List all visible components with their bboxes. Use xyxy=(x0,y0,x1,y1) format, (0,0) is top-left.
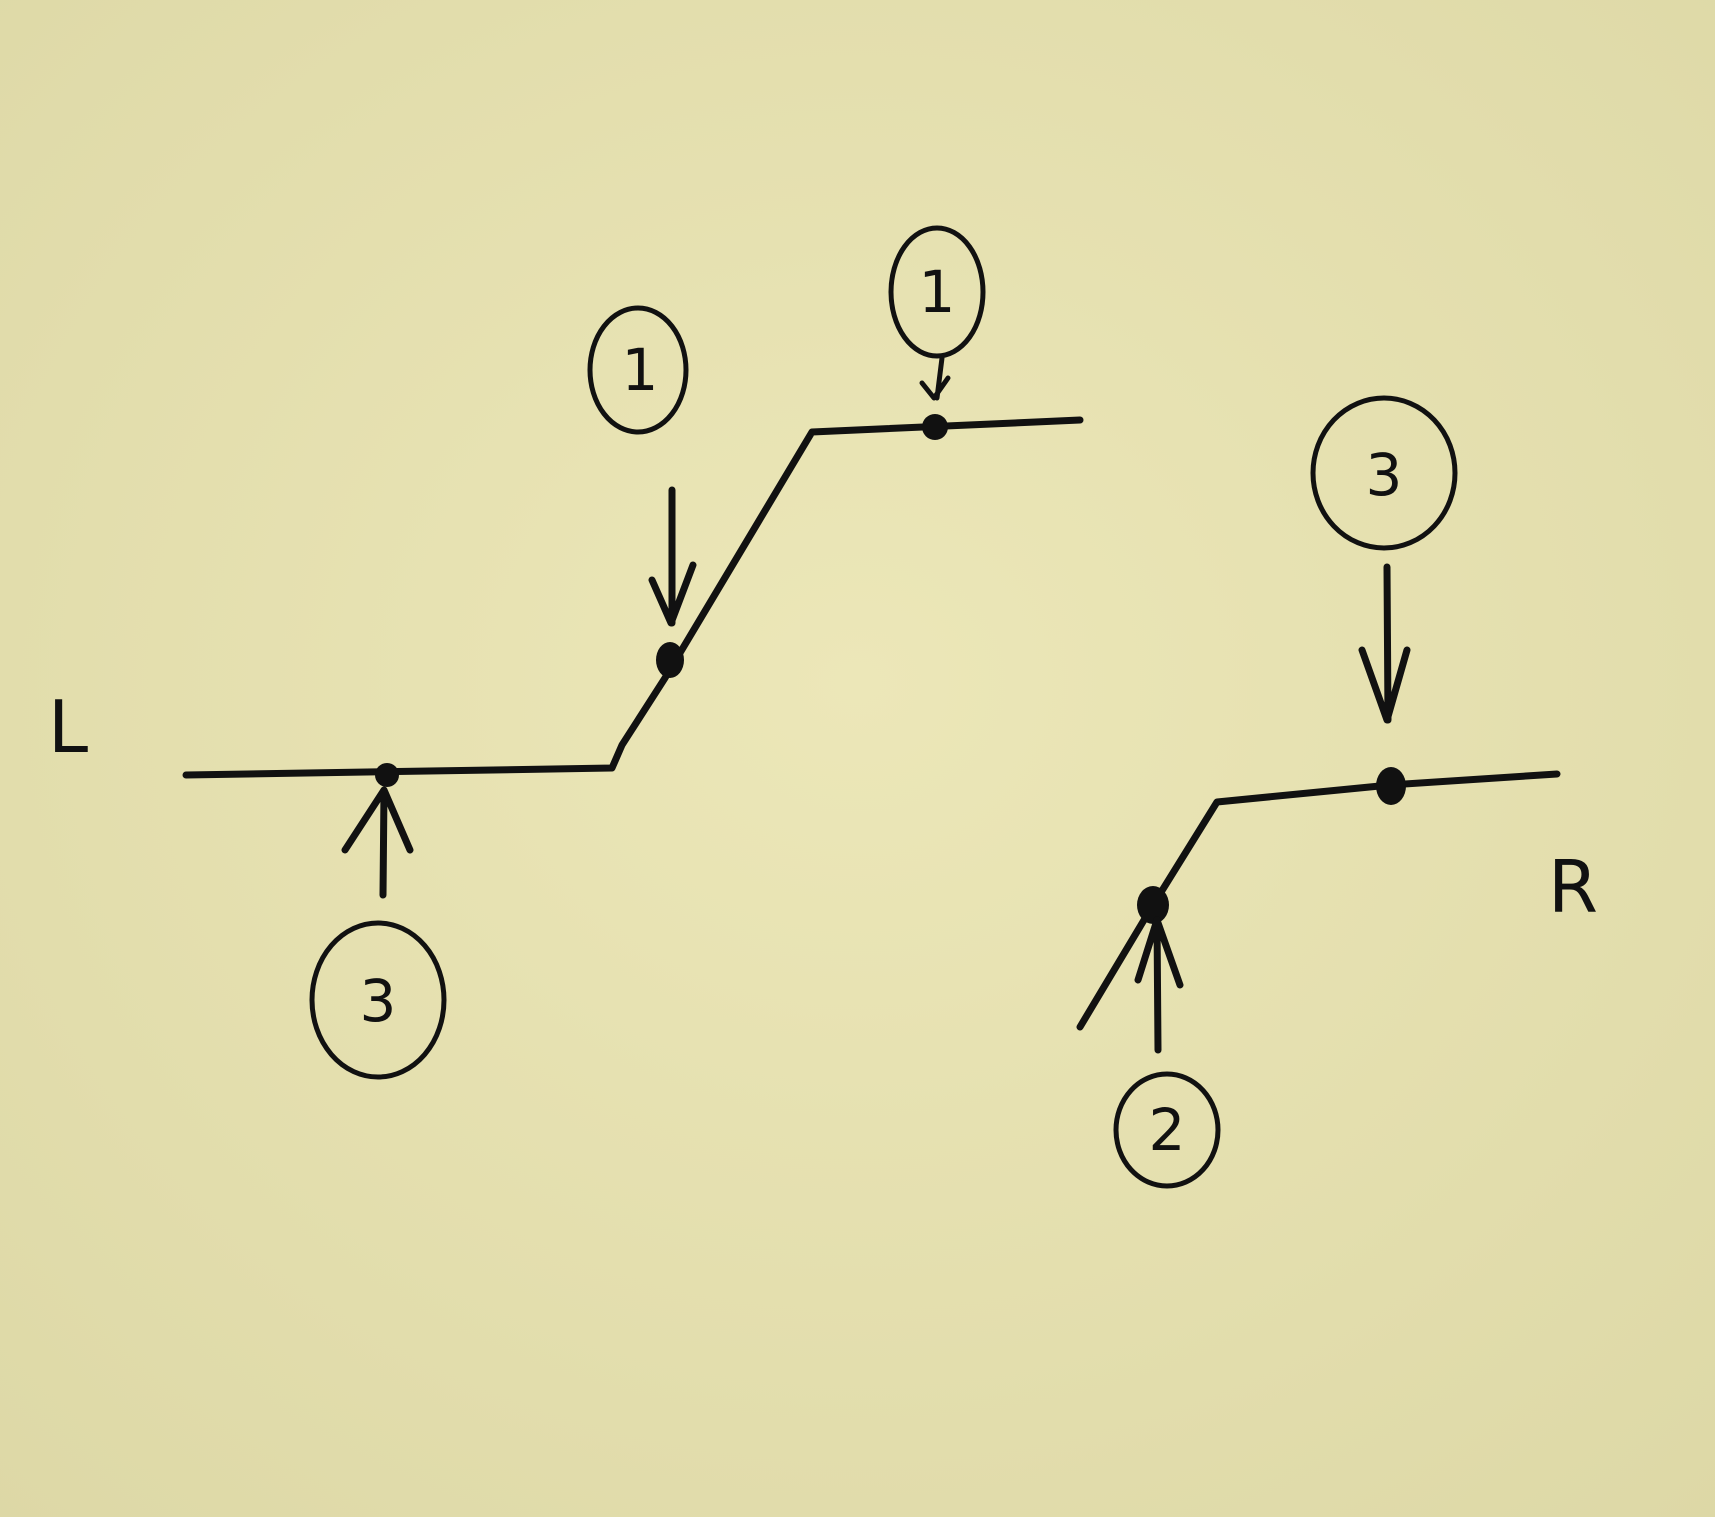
arrow-down-icon xyxy=(648,486,697,627)
marker-circle xyxy=(888,225,986,359)
marker-circle xyxy=(1310,395,1458,551)
point-right-slope xyxy=(1137,886,1169,924)
marker-number: 3 xyxy=(360,967,397,1035)
marker-number: 3 xyxy=(1366,441,1403,509)
marker-circle xyxy=(587,305,689,435)
arrow-up-icon xyxy=(341,786,414,899)
point-left-top xyxy=(922,414,948,440)
point-left-bottom xyxy=(375,763,399,787)
marker-number: 1 xyxy=(622,336,659,404)
marker-circle xyxy=(1113,1071,1221,1189)
right-profile-line xyxy=(1076,770,1561,1031)
arrow-up-icon xyxy=(1134,916,1184,1054)
label-left-side: L xyxy=(48,685,88,769)
label-right-side: R xyxy=(1548,845,1598,929)
left-profile-line xyxy=(182,416,1084,779)
marker-right-slope: 2 xyxy=(1113,916,1221,1189)
arrow-down-icon xyxy=(919,355,951,401)
marker-circle xyxy=(309,920,447,1080)
point-left-slope xyxy=(656,642,684,678)
point-right-top xyxy=(1376,767,1406,805)
marker-left-top: 1 xyxy=(888,225,986,401)
arrow-down-icon xyxy=(1358,563,1411,724)
marker-number: 2 xyxy=(1149,1096,1186,1164)
marker-left-bottom: 3 xyxy=(309,786,447,1080)
marker-left-slope: 1 xyxy=(587,305,697,627)
marker-right-top: 3 xyxy=(1310,395,1458,724)
marker-number: 1 xyxy=(919,258,956,326)
